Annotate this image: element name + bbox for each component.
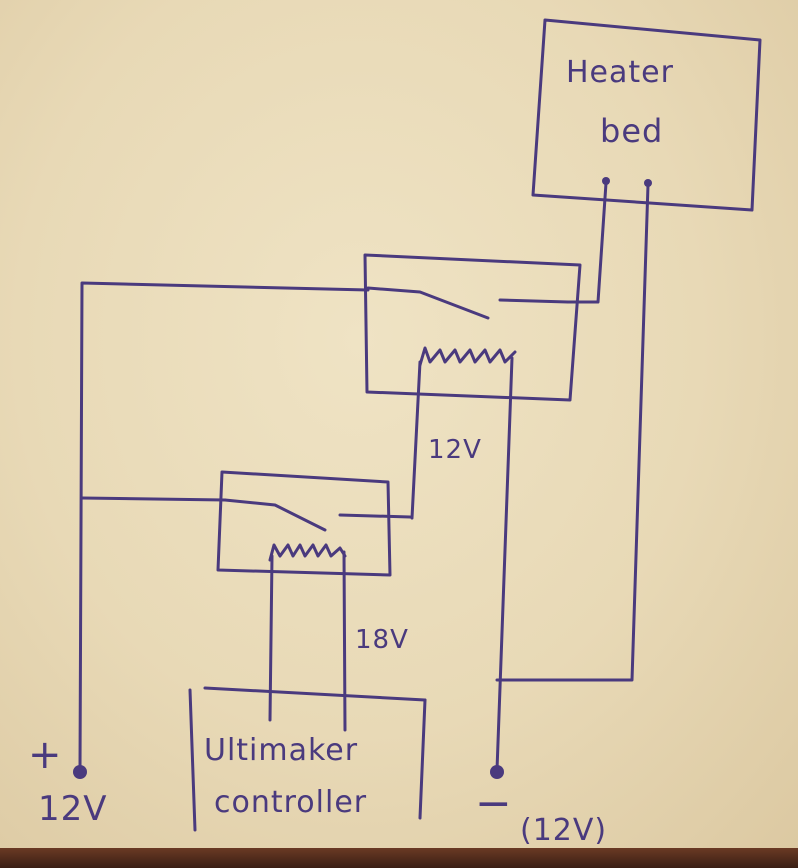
wire-heater-return <box>495 183 650 682</box>
heater-label-line1: Heater <box>566 55 674 90</box>
relay-large-coil <box>418 346 517 367</box>
relay-small-contact <box>338 513 412 519</box>
heater-bed-box <box>531 18 762 212</box>
relay-small <box>216 470 412 577</box>
heater-bed: Heater bed <box>531 18 762 212</box>
positive-terminal <box>73 765 87 779</box>
ultimaker-controller: Ultimaker controller <box>188 686 427 832</box>
controller-box-right <box>418 698 427 820</box>
positive-symbol: + <box>28 732 63 778</box>
negative-symbol: − <box>475 778 513 829</box>
relay-small-voltage-label: 18V <box>355 625 409 655</box>
wire-positive-rail <box>78 281 370 772</box>
wire-relay-to-heater <box>566 181 608 304</box>
relay-small-switch <box>223 498 327 532</box>
negative-voltage-label: (12V) <box>520 813 607 848</box>
paper-background <box>0 0 798 848</box>
relay-large-box <box>363 253 582 402</box>
wires <box>78 181 650 772</box>
relay-large-voltage-label: 12V <box>428 435 482 465</box>
relay-small-coil <box>268 543 347 562</box>
heater-terminal-right <box>644 179 652 187</box>
desk-edge <box>0 848 798 868</box>
relay-large <box>363 253 582 402</box>
relay-large-switch <box>366 286 490 320</box>
negative-terminal <box>490 765 504 779</box>
relay-small-box <box>216 470 392 577</box>
controller-box-top <box>203 686 427 702</box>
controller-label-line2: controller <box>214 785 367 820</box>
controller-label-line1: Ultimaker <box>204 733 358 768</box>
wire-coil-to-small-relay <box>410 360 422 520</box>
heater-label-line2: bed <box>600 112 663 150</box>
controller-box-left <box>188 688 197 832</box>
wire-positive-branch <box>80 496 227 502</box>
heater-terminal-left <box>602 177 610 185</box>
relay-large-contact <box>498 298 570 304</box>
wire-coil-to-negative <box>495 356 514 772</box>
positive-voltage-label: 12V <box>38 789 108 829</box>
wire-small-coil-left <box>268 554 274 722</box>
wire-small-coil-right <box>342 550 347 732</box>
